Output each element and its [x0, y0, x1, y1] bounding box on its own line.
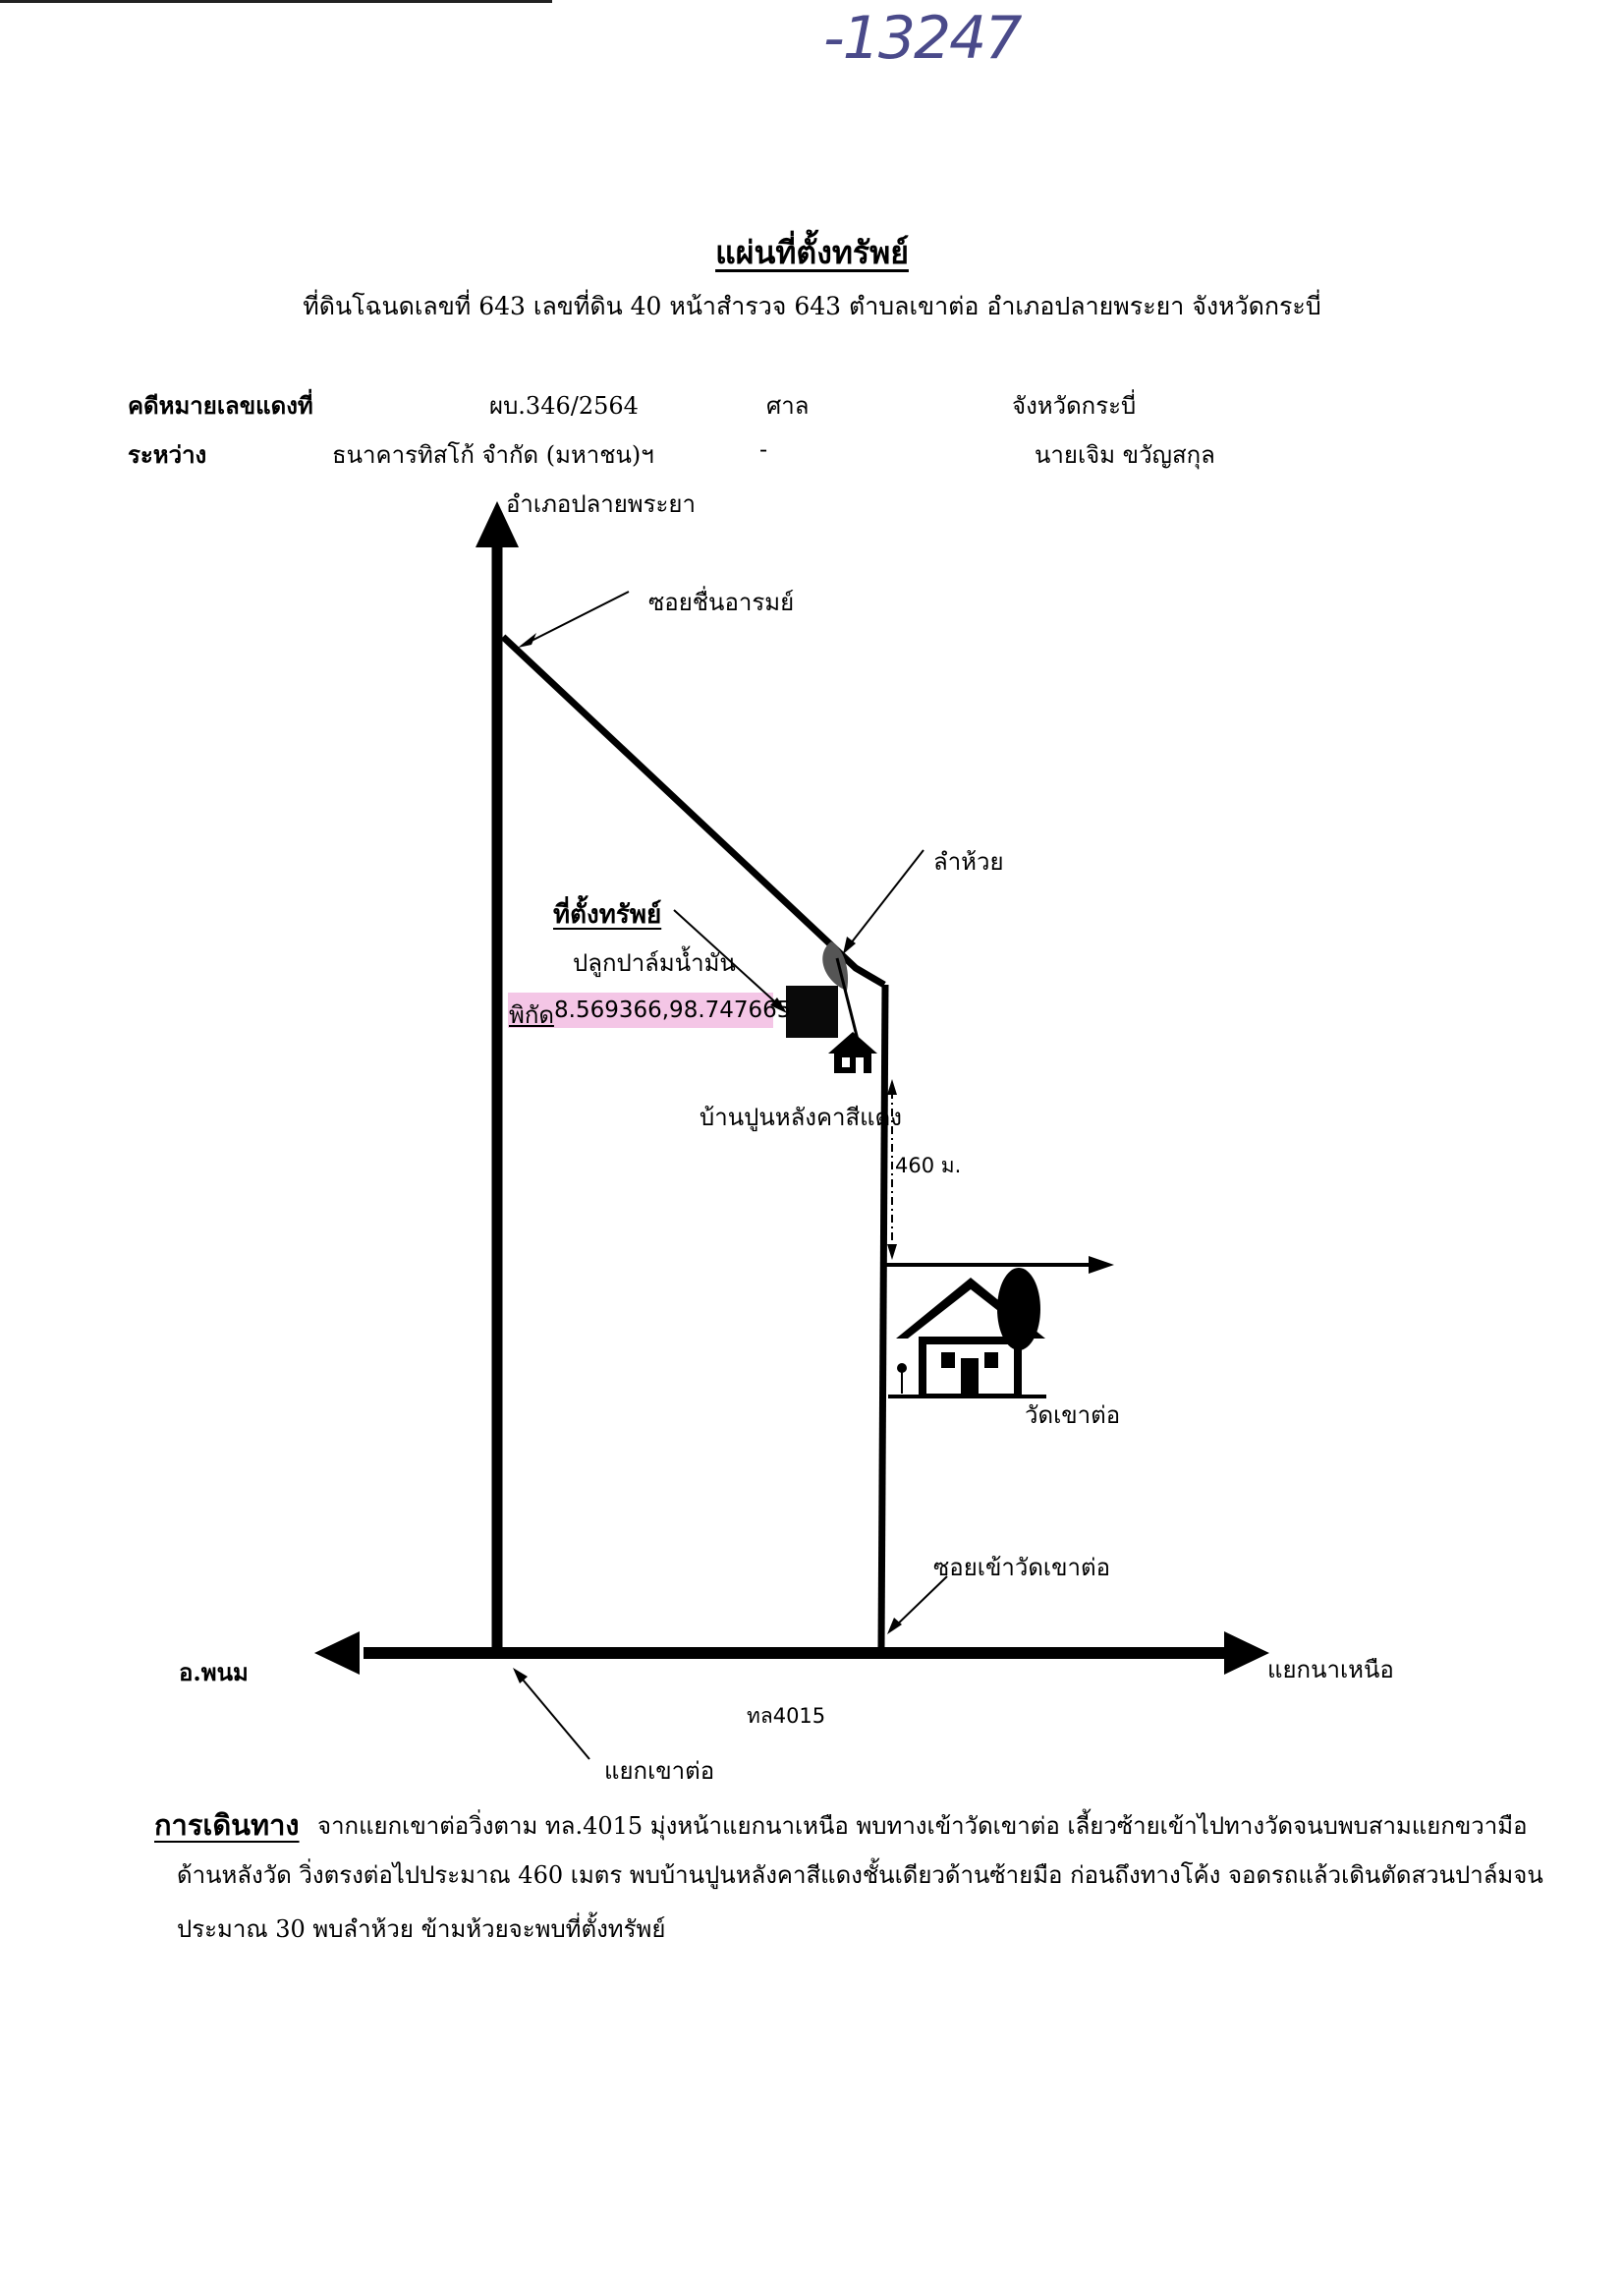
- coordinate-value: 8.569366,98.747665: [554, 998, 792, 1023]
- house-label: บ้านปูนหลังคาสีแดง: [700, 1104, 902, 1131]
- coordinate-prefix: พิกัด: [509, 1001, 554, 1029]
- property-marker: [786, 986, 838, 1038]
- distance-arrow-up: [887, 1079, 897, 1095]
- directions-line-1: จากแยกเขาต่อวิ่งตาม ทล.4015 มุ่งหน้าแยกน…: [317, 1812, 1528, 1840]
- page-subtitle: ที่ดินโฉนดเลขที่ 643 เลขที่ดิน 40 หน้าสำ…: [303, 292, 1321, 320]
- north-arrow-head: [476, 501, 519, 547]
- case-dash: -: [759, 435, 768, 463]
- directions-heading: การเดินทาง: [154, 1808, 300, 1842]
- road-label: ทล4015: [747, 1704, 826, 1728]
- small-house-icon: [828, 1032, 877, 1073]
- east-arrow-head: [1224, 1631, 1269, 1675]
- junction-callout-line: [517, 1673, 590, 1760]
- stream-callout-line: [846, 849, 924, 949]
- distance-label: 460 ม.: [895, 1154, 962, 1177]
- case-number: ผบ.346/2564: [489, 392, 639, 420]
- defendant: นายเจิม ขวัญสกุล: [1035, 441, 1215, 469]
- west-arrow-head: [314, 1631, 360, 1675]
- junction-label: แยกเขาต่อ: [604, 1757, 715, 1785]
- page-title: แผ่นที่ตั้งทรัพย์: [715, 234, 909, 271]
- soi-chuen-arom-label: ซอยชื่นอารมย์: [648, 589, 795, 616]
- palm-label: ปลูกปาล์มน้ำมัน: [573, 949, 736, 977]
- temple-house-icon: [888, 1268, 1046, 1398]
- branch-arrow-head: [1089, 1256, 1114, 1274]
- directions-line-3: ประมาณ 30 พบลำห้วย ข้ามห้วยจะพบที่ตั้งทร…: [177, 1915, 666, 1943]
- distance-arrow-down: [887, 1244, 897, 1260]
- court-label: ศาล: [766, 392, 810, 420]
- soi-temple-callout-line: [891, 1575, 948, 1630]
- temple-label: วัดเขาต่อ: [1025, 1401, 1121, 1429]
- property-callout-line: [673, 909, 782, 1008]
- east-label: แยกนาเหนือ: [1267, 1656, 1394, 1683]
- west-label: อ.พนม: [179, 1658, 249, 1686]
- court-province: จังหวัดกระบี่: [1012, 392, 1137, 420]
- between-label: ระหว่าง: [128, 440, 207, 469]
- palm-trunk: [835, 957, 860, 1041]
- directions-line-2: ด้านหลังวัด วิ่งตรงต่อไปประมาณ 460 เมตร …: [177, 1861, 1543, 1889]
- soi-temple-label: ซอยเข้าวัดเขาต่อ: [933, 1554, 1110, 1581]
- soi-temple-road: [877, 984, 889, 1649]
- soi-callout-line: [525, 591, 630, 645]
- handwritten-number: -13247: [823, 4, 1023, 73]
- coordinate-highlight: [508, 993, 773, 1028]
- scan-edge-line: [0, 0, 552, 3]
- case-label: คดีหมายเลขแดงที่: [128, 391, 313, 420]
- stream-label: ลำห้วย: [933, 848, 1004, 876]
- plaintiff: ธนาคารทิสโก้ จำกัด (มหาชน)ฯ: [332, 441, 654, 469]
- north-label: อำเภอปลายพระยา: [506, 490, 696, 518]
- soi-chuen-arom-road: [500, 634, 886, 989]
- property-heading: ที่ตั้งทรัพย์: [553, 900, 662, 930]
